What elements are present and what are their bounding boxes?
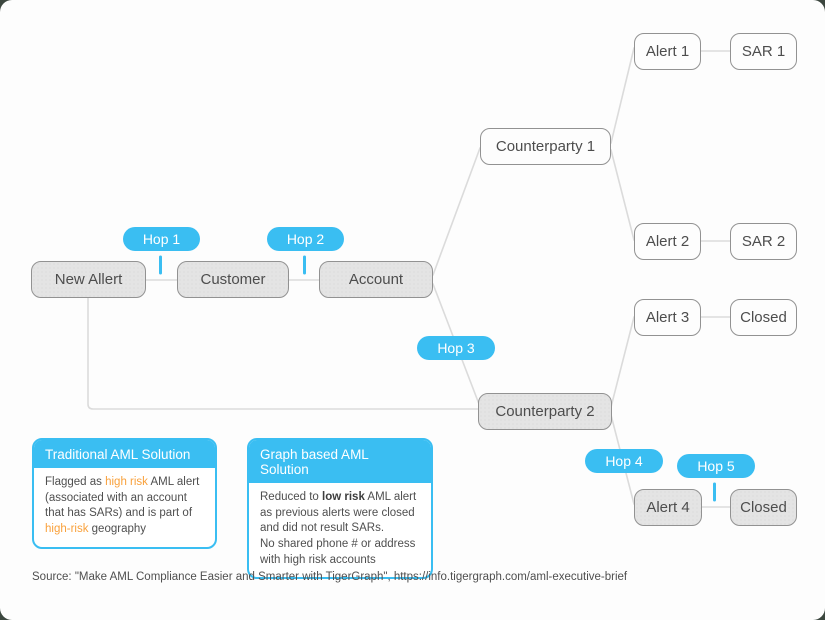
node-alert-4: Alert 4 [634,489,702,526]
card-graph-based-aml-title: Graph based AML Solution [249,440,431,483]
text-segment: No shared phone # or address with high r… [260,537,416,566]
card-graph-based-aml-body: Reduced to low risk AML alert as previou… [249,483,431,577]
card-traditional-aml: Traditional AML Solution Flagged as high… [32,438,217,549]
node-counterparty-1: Counterparty 1 [480,128,611,165]
high-risk-highlight: high risk [105,476,148,488]
card-graph-based-aml: Graph based AML Solution Reduced to low … [247,438,433,580]
node-counterparty-2: Counterparty 2 [478,393,612,430]
node-sar-1: SAR 1 [730,33,797,70]
card-traditional-aml-body: Flagged as high risk AML alert (associat… [34,468,215,547]
edge-counterparty2-alert3 [610,316,635,408]
node-account: Account [319,261,433,298]
hop-3-label: Hop 3 [417,336,495,360]
low-risk-highlight: low risk [322,491,365,503]
node-customer: Customer [177,261,289,298]
node-alert-1: Alert 1 [634,33,701,70]
edge-counterparty1-alert1 [610,47,635,144]
hop-2-label: Hop 2 [267,227,344,251]
card-traditional-aml-title: Traditional AML Solution [34,440,215,468]
node-new-allert: New Allert [31,261,146,298]
edge-newallert-counterparty2 [87,297,479,410]
text-segment: geography [88,522,147,535]
high-risk-geography-highlight: high-risk [45,522,89,535]
text-segment: AML alert (associated with an account th… [45,476,200,520]
hop-5-label: Hop 5 [677,454,755,478]
node-sar-2: SAR 2 [730,223,797,260]
edge-counterparty1-alert2 [610,149,635,241]
node-closed-4: Closed [730,489,797,526]
text-segment: Flagged as [45,476,106,488]
node-alert-3: Alert 3 [634,299,701,336]
source-citation: Source: "Make AML Compliance Easier and … [32,571,628,583]
hop-4-label: Hop 4 [585,449,663,473]
text-segment: Reduced to [260,491,323,503]
hop-1-label: Hop 1 [123,227,200,251]
edge-account-counterparty1 [432,147,481,276]
text-segment: AML alert as previous alerts were closed… [260,491,417,535]
node-closed-3: Closed [730,299,797,336]
node-alert-2: Alert 2 [634,223,701,260]
